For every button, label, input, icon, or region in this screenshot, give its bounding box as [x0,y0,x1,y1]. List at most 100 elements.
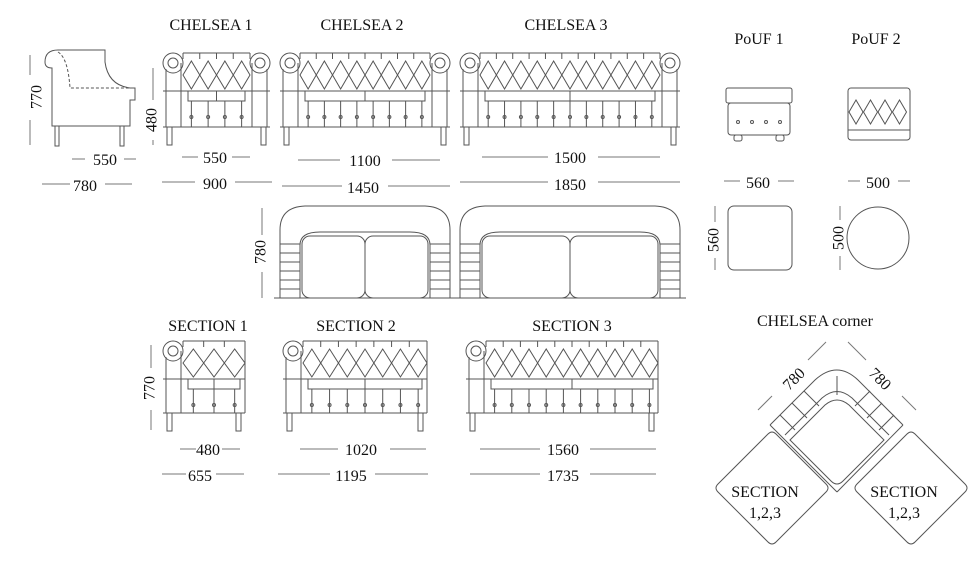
tuft-diamond [877,99,893,125]
arm-roll [282,340,304,362]
tuft-diamond [232,60,251,90]
side-view-drawing [29,49,136,185]
button [630,403,635,407]
button [345,403,350,407]
button [419,115,424,119]
corner-section-right [854,431,968,545]
outline-line [836,424,904,493]
arm-roll [284,57,296,69]
side-height-dim: 770 [29,85,46,109]
button [750,120,754,124]
button [191,403,196,407]
button [338,115,343,119]
arm-roll [249,52,271,74]
section-3-drawing [465,340,659,432]
pouf-1-drawing [725,87,793,271]
tuft-diamond [348,60,366,90]
tuft-diamond [588,348,607,378]
side-depth-dim: 780 [73,178,97,195]
pouf-2-top [846,206,910,270]
corner-seat [789,399,885,485]
pouf-1-depth-dim: 560 [706,228,723,252]
outline-rect [260,126,267,146]
outline-rect [847,87,911,141]
button [518,115,523,119]
button [380,403,385,407]
button [398,403,403,407]
tuft-diamond [215,60,234,90]
button [595,403,600,407]
button [736,120,740,124]
dimension-lines [150,68,910,475]
tuft-diamond [554,348,573,378]
arm-roll [659,52,681,74]
outline-rect [569,235,659,299]
arm-roll [434,57,446,69]
button [327,403,332,407]
tuft-diamond [605,348,625,378]
tuft-diamond [315,60,334,90]
button [600,115,605,119]
button [206,115,211,119]
corner-side-b-dim: 780 [865,365,894,394]
button [387,115,392,119]
button [544,403,549,407]
outline-rect [301,235,366,299]
pouf-1-width-dim: 560 [746,175,770,192]
button [535,115,540,119]
outline-rect [727,205,793,271]
corner-side-a-dim: 780 [780,365,809,394]
drawings [29,49,968,545]
chelsea-2-drawing [279,52,451,146]
tuft-diamond [512,60,530,90]
dimension-line [757,395,773,411]
button [212,403,216,407]
corner-drawing [715,341,968,545]
arm-roll [162,52,184,74]
outline-rect [166,126,173,146]
button [322,115,327,119]
button [309,403,314,407]
outline-line [791,402,808,419]
tuft-diamond [182,348,205,378]
button [633,115,638,119]
top-outline [459,205,681,298]
top-seat [479,231,661,298]
button [222,115,227,119]
corner-section-right-sub: 1,2,3 [888,505,920,522]
tuft-diamond [331,60,350,90]
tuft-diamond [544,60,563,90]
outline-line [769,424,838,493]
tuft-diamond [320,348,340,378]
tuft-diamond [223,348,246,378]
button [306,115,311,119]
outline-rect [119,125,125,147]
arm-roll [167,57,179,69]
button [778,120,782,124]
outline-rect [481,235,571,299]
outline-line [866,402,883,419]
arm-roll [429,52,451,74]
pouf-2-width-dim: 500 [866,175,890,192]
button [416,403,421,407]
section-2-width-dim: 1195 [335,468,366,485]
chelsea-2-seat-width-dim: 1100 [349,153,380,170]
tuft-diamond [643,60,661,90]
button [189,115,194,119]
chelsea-1-title: CHELSEA 1 [169,17,252,34]
button [568,115,572,119]
button [232,403,237,407]
outline-rect [463,126,470,146]
outline-rect [364,235,429,299]
section-1-width-dim: 655 [188,468,212,485]
tuft-diamond [299,60,317,90]
button [551,115,556,119]
tuft-diamond [182,60,201,90]
button [649,115,654,119]
top-view-depth-dim: 780 [253,240,270,264]
outline-line [878,414,895,431]
side-dashed [57,51,130,89]
tuft-diamond [364,60,382,90]
button [561,403,566,407]
side-outline [44,49,136,127]
